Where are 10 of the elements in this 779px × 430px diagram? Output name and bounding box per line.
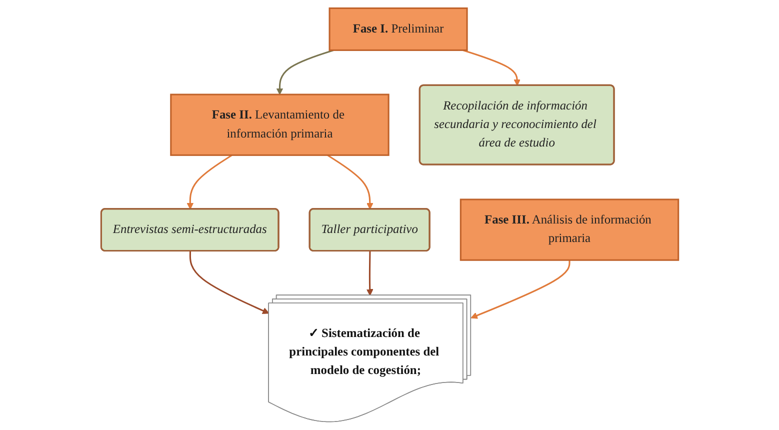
node-box: Fase I. Preliminar (328, 7, 468, 51)
arrow (186, 154, 232, 210)
arrow (366, 251, 373, 296)
arrow (276, 49, 334, 95)
node-box: Fase III. Análisis de información primaria (460, 198, 679, 261)
arrow (462, 49, 520, 86)
arrow (326, 154, 374, 210)
arrow (470, 260, 570, 319)
node-box: Fase II. Levantamiento de información primaria (170, 94, 390, 156)
arrow (189, 251, 269, 314)
